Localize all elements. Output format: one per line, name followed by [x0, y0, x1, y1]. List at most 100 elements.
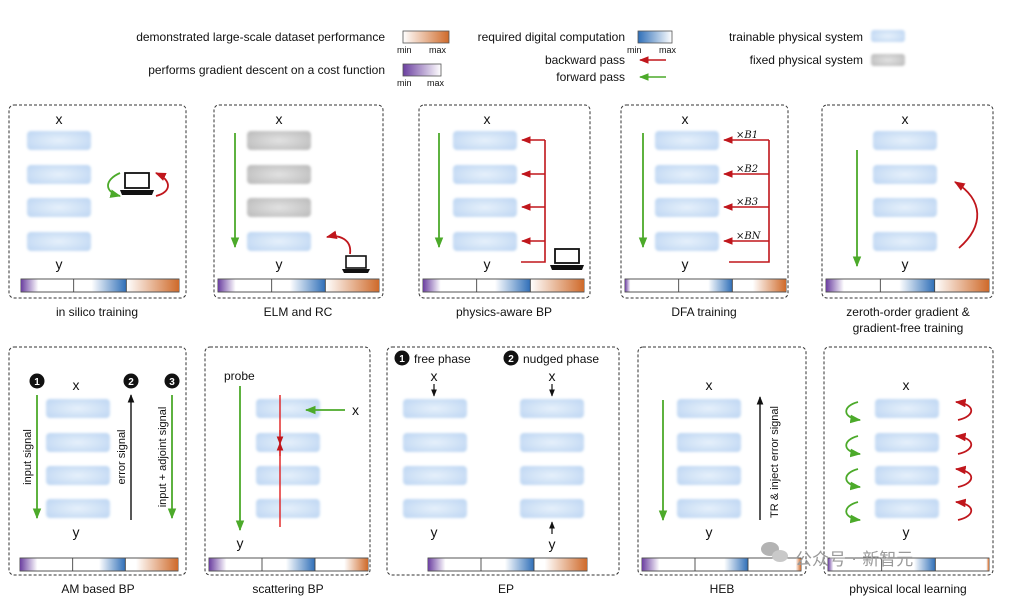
nudged-phase-label: nudged phase [523, 352, 599, 366]
meter-digital-fill [99, 558, 126, 571]
meter-gd-fill [428, 558, 446, 571]
legend-trainable-swatch [871, 30, 905, 42]
meter-scat [208, 557, 369, 572]
trainable-layer [873, 198, 937, 217]
caption-pabp: physics-aware BP [456, 305, 552, 319]
output-y-label: y [237, 535, 244, 551]
dfa-b3-label: ×B3 [736, 197, 758, 208]
dfa-b2-label: ×B2 [736, 164, 758, 175]
trainable-layer [46, 499, 110, 518]
meter-large-fill [986, 558, 989, 571]
step-2-number: 2 [128, 377, 134, 388]
trainable-layer [875, 433, 939, 452]
trainable-layer [256, 499, 320, 518]
legend: demonstrated large-scale dataset perform… [136, 30, 905, 88]
meter-large-fill [135, 558, 178, 571]
free-y-label: y [431, 524, 438, 540]
free-phase-label: free phase [414, 352, 471, 366]
meter-large-fill [752, 279, 786, 292]
panel-frame-scat [204, 346, 371, 576]
wechat-icon [761, 542, 788, 562]
meter-gd-fill [642, 558, 660, 571]
watermark: 公众号 · 新智元 [761, 542, 913, 570]
trainable-layer [453, 198, 517, 217]
meter-digital-fill [285, 558, 315, 571]
trainable-layer [677, 499, 741, 518]
trainable-layer [27, 131, 91, 150]
meter-digital-fill [913, 558, 936, 571]
step-1-badge [394, 350, 410, 366]
step-1-number: 1 [34, 377, 40, 388]
watermark-text: 公众号 · 新智元 [795, 550, 913, 570]
trainable-layer [27, 232, 91, 251]
meter-digital-fill [708, 279, 733, 292]
meter-large-fill [530, 279, 584, 292]
caption-zo-line1: zeroth-order gradient & [846, 305, 969, 319]
trainable-layer [875, 499, 939, 518]
local-backward-loop [954, 465, 973, 488]
step-3-number: 3 [169, 377, 175, 388]
legend-min-label-2: min [397, 78, 412, 88]
panel-heb: x y TR & inject error signal HEB [641, 377, 802, 596]
output-y-label: y [276, 256, 283, 272]
forward-loop-arrow [107, 172, 122, 198]
meter-digital-fill [504, 558, 534, 571]
panel-pabp: x y physics-aware BP [422, 111, 585, 319]
panel-am: 1 2 3 x y input signal error signal inpu… [19, 373, 180, 596]
local-backward-loop [954, 432, 973, 455]
input-x-label: x [903, 377, 910, 393]
meter-heb [641, 557, 802, 572]
input-x-label: x [56, 111, 63, 127]
trainable-layer [27, 165, 91, 184]
trainable-layer [247, 232, 311, 251]
meter-gd-fill [218, 279, 236, 292]
backward-arc-arrow [954, 181, 979, 249]
laptop-icon [120, 172, 154, 195]
error-signal-label: error signal [116, 429, 128, 484]
output-y-label: y [56, 256, 63, 272]
trainable-layer [403, 433, 467, 452]
meter-pll [827, 557, 990, 572]
legend-max-label-3: max [659, 45, 677, 55]
step-2-number: 2 [508, 354, 514, 365]
legend-min-label-3: min [627, 45, 642, 55]
trainable-layer [655, 165, 719, 184]
legend-min-label: min [397, 45, 412, 55]
trainable-layer [520, 499, 584, 518]
panel-frame-dfa [620, 104, 789, 299]
meter-gd-fill [625, 279, 631, 292]
caption-scat: scattering BP [252, 582, 323, 596]
heb-side-label: TR & inject error signal [769, 406, 781, 518]
legend-gradient-descent-label: performs gradient descent on a cost func… [148, 63, 385, 77]
trainable-layer [655, 131, 719, 150]
panel-frame-zo [821, 104, 994, 299]
local-forward-loop [845, 468, 862, 491]
trainable-layer [873, 165, 937, 184]
meter-elm [217, 278, 380, 293]
backward-bus [729, 140, 770, 263]
input-signal-label: input signal [22, 429, 34, 485]
input-x-label: x [484, 111, 491, 127]
local-backward-loop [954, 398, 973, 421]
panel-zo: x y zeroth-order gradient & gradient-fre… [825, 111, 990, 335]
meter-large-fill [325, 279, 379, 292]
output-y-label: y [484, 256, 491, 272]
step-2-badge [503, 350, 519, 366]
input-x-label: x [276, 111, 283, 127]
dfa-b1-label: ×B1 [736, 130, 758, 141]
nudged-x-label: x [549, 368, 556, 384]
meter-am [19, 557, 179, 572]
meter-digital-fill [289, 279, 326, 292]
local-backward-loop [954, 498, 973, 521]
meter-gd-fill [826, 279, 844, 292]
panel-frame-ep [386, 346, 620, 576]
fixed-layer [247, 131, 311, 150]
output-y-label: y [902, 256, 909, 272]
trainable-layer [873, 232, 937, 251]
caption-ep: EP [498, 582, 514, 596]
trainable-layer [453, 232, 517, 251]
input-x-label: x [902, 111, 909, 127]
legend-fixed-label: fixed physical system [750, 53, 863, 67]
legend-digital-label: required digital computation [478, 30, 625, 44]
